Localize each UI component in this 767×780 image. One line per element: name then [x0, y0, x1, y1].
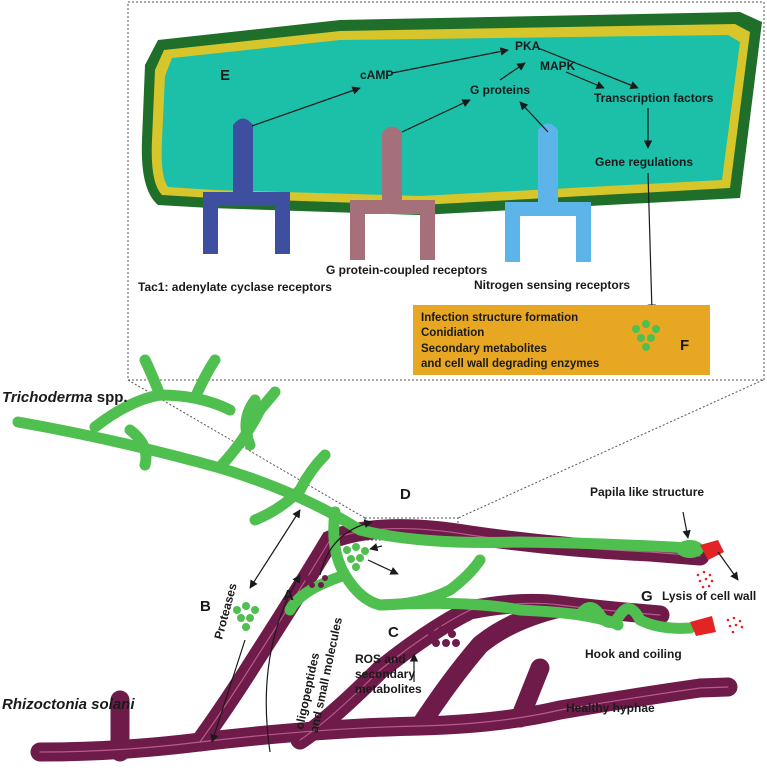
pka-label: PKA [515, 39, 541, 53]
outcome-line-3: Secondary metabolites [421, 343, 547, 355]
label-E: E [220, 67, 230, 84]
receptor-gpcr [350, 126, 435, 260]
transcription-factors-label: Transcription factors [594, 91, 714, 105]
label-F: F [680, 337, 689, 354]
nitrogen-label: Nitrogen sensing receptors [474, 278, 630, 292]
gpcr-label: G protein-coupled receptors [326, 263, 488, 277]
trichoderma-spp: spp. [93, 389, 128, 406]
cell [141, 12, 763, 215]
lysis-label: Lysis of cell wall [662, 589, 756, 603]
ros-line-2: secondary [355, 667, 415, 681]
label-G: G [641, 588, 653, 605]
ros-cluster [428, 626, 460, 647]
outcome-line-2: Conidiation [421, 327, 484, 339]
hook-label: Hook and coiling [585, 647, 682, 661]
outcome-line-4: and cell wall degrading enzymes [421, 358, 599, 370]
tac1-label: Tac1: adenylate cyclase receptors [138, 280, 332, 294]
papila-tip [676, 540, 704, 558]
process-arrows [210, 509, 739, 753]
outcome-line-1: Infection structure formation [421, 312, 578, 324]
rhizoctonia-label: Rhizoctonia solani [2, 696, 135, 713]
cell-cytoplasm [161, 35, 741, 196]
label-A: A [283, 587, 294, 604]
lysis-marks [690, 540, 744, 636]
conidia-cluster-F [632, 320, 660, 351]
gene-regulations-label: Gene regulations [595, 155, 693, 169]
receptor-nitrogen [505, 123, 591, 262]
mapk-label: MAPK [540, 59, 576, 73]
receptor-tac1 [203, 118, 290, 254]
lysis-dots-upper [696, 570, 714, 589]
label-D: D [400, 486, 411, 503]
trichoderma-genus: Trichoderma [2, 389, 93, 406]
papila-label: Papila like structure [590, 485, 704, 499]
oligopeptide-cluster [304, 572, 328, 588]
signaling-arrows [251, 47, 656, 313]
camp-label: cAMP [360, 68, 393, 82]
label-C: C [388, 624, 399, 641]
ros-label: ROS and secondary metabolites [355, 652, 422, 696]
trichoderma-hyphae [12, 354, 704, 634]
rhizoctonia-hyphae [30, 519, 738, 762]
zoom-frame [127, 1, 765, 381]
protease-cluster [233, 602, 259, 631]
ros-line-1: ROS and [355, 652, 406, 666]
lysis-dots-lower [726, 616, 744, 634]
trichoderma-label: Trichoderma spp. [2, 389, 128, 406]
secreted-conidia-cluster [343, 543, 369, 571]
outcome-box: Infection structure formation Conidiatio… [413, 305, 710, 375]
ros-line-3: metabolites [355, 682, 422, 696]
g-proteins-label: G proteins [470, 83, 530, 97]
label-B: B [200, 598, 211, 615]
healthy-label: Healthy hyphae [566, 701, 655, 715]
